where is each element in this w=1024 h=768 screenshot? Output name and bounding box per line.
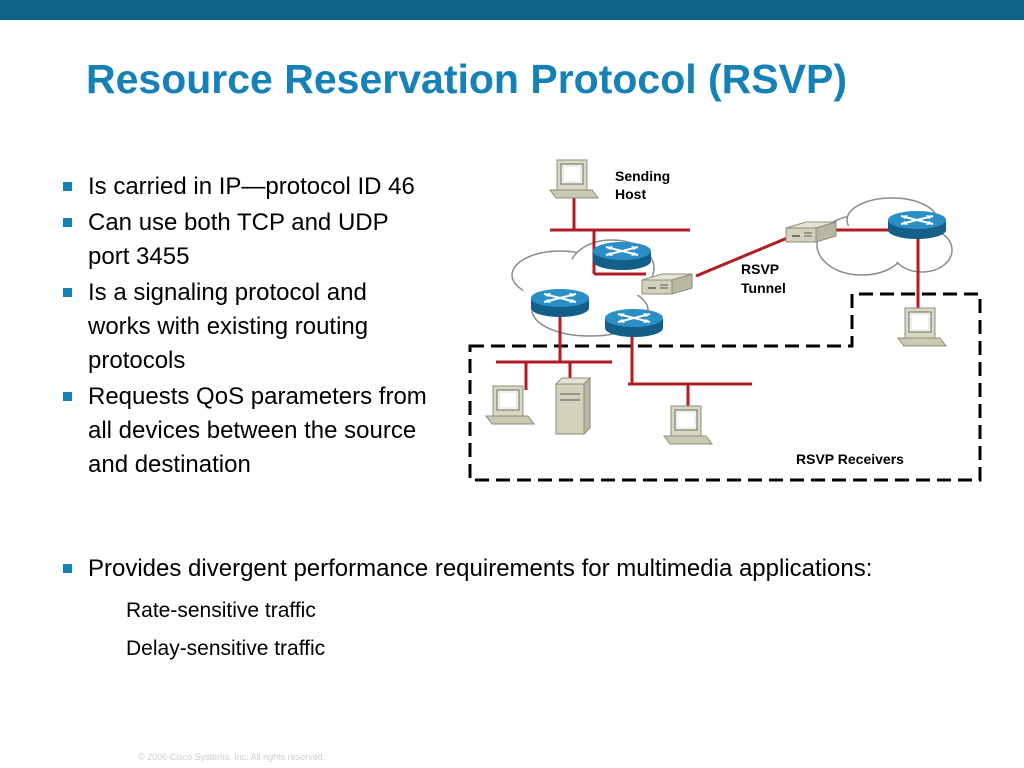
receiver-computer-icon — [663, 405, 713, 445]
bullet-text: Provides divergent performance requireme… — [88, 555, 873, 582]
bullet-list-wide: Provides divergent performance requireme… — [62, 552, 962, 668]
receiver-computer-icon — [485, 385, 535, 425]
sub-bullet-item: Rate-sensitive traffic — [126, 599, 316, 622]
router-icon — [530, 288, 590, 318]
bullet-item: Is carried in IP—protocol ID 46 — [62, 170, 434, 204]
label-sending-host-line1: Sending — [615, 168, 670, 184]
top-bar — [0, 0, 1024, 20]
bullet-item: Is a signaling protocol and works with e… — [62, 276, 434, 378]
label-rsvp-receivers: RSVP Receivers — [796, 451, 904, 467]
slide-title: Resource Reservation Protocol (RSVP) — [86, 56, 847, 102]
receiver-computer-icon — [897, 307, 947, 347]
router-icon — [604, 308, 664, 338]
bullet-item: Requests QoS parameters from all devices… — [62, 380, 434, 482]
label-sending-host-line2: Host — [615, 186, 646, 202]
bullet-list: Is carried in IP—protocol ID 46 Can use … — [62, 170, 434, 484]
sending-host-computer-icon — [549, 159, 599, 199]
label-rsvp-tunnel-line1: RSVP — [741, 261, 779, 277]
bullet-item-wide: Provides divergent performance requireme… — [62, 552, 962, 668]
router-icon — [592, 241, 652, 271]
copyright-footer: © 2006 Cisco Systems, Inc. All rights re… — [138, 752, 326, 762]
label-rsvp-tunnel-line2: Tunnel — [741, 280, 786, 296]
sub-bullet-list: Rate-sensitive traffic Delay-sensitive t… — [88, 592, 962, 668]
rsvp-network-diagram: Sending Host RSVP Tunnel RSVP Receivers — [468, 159, 982, 482]
receivers-region-border — [468, 292, 982, 482]
router-icon — [887, 210, 947, 240]
server-icon — [554, 376, 592, 436]
sub-bullet-item: Delay-sensitive traffic — [126, 637, 326, 660]
bullet-item: Can use both TCP and UDP port 3455 — [62, 206, 434, 274]
